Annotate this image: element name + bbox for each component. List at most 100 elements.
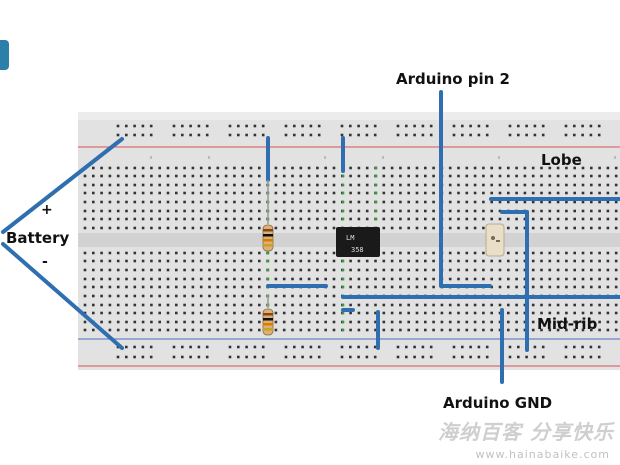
breadboard-hole [548, 226, 552, 230]
breadboard-hole [258, 251, 261, 255]
rail-hole [461, 355, 464, 359]
breadboard-hole [548, 268, 552, 272]
breadboard-hole [390, 251, 394, 255]
breadboard-hole [548, 183, 552, 187]
breadboard-hole [224, 217, 228, 221]
breadboard-hole [166, 277, 170, 281]
breadboard-hole [199, 183, 203, 187]
breadboard-hole [299, 200, 303, 204]
breadboard-hole [448, 226, 452, 230]
breadboard-hole [581, 200, 585, 204]
resistor-2-band [263, 323, 273, 326]
breadboard-hole [216, 328, 220, 332]
breadboard-top-edge [78, 112, 620, 120]
rail-hole [357, 124, 360, 128]
rail-hole [133, 133, 136, 137]
breadboard-hole [299, 174, 303, 178]
connected-hole [374, 200, 378, 204]
breadboard-hole [116, 166, 120, 170]
breadboard-hole [175, 268, 178, 272]
breadboard-hole [548, 303, 552, 307]
breadboard-hole [531, 259, 535, 263]
connected-hole [374, 191, 378, 195]
breadboard-hole [249, 191, 253, 195]
rail-hole [517, 124, 520, 128]
breadboard-hole [183, 268, 186, 272]
breadboard-hole [249, 200, 253, 204]
breadboard-hole [374, 259, 377, 263]
breadboard-hole [598, 285, 601, 289]
breadboard-hole [299, 209, 303, 213]
breadboard-hole [175, 320, 178, 324]
breadboard-hole [216, 268, 220, 272]
breadboard-hole [357, 166, 361, 170]
rail-hole [284, 355, 288, 359]
breadboard-hole [224, 174, 228, 178]
breadboard-hole [175, 183, 178, 187]
breadboard-hole [83, 217, 87, 221]
breadboard-hole [258, 200, 261, 204]
resistor-2 [262, 308, 274, 336]
breadboard-hole [473, 191, 477, 195]
breadboard-hole [590, 320, 593, 324]
breadboard-hole [291, 217, 294, 221]
breadboard-hole [249, 268, 253, 272]
breadboard-hole [199, 259, 203, 263]
breadboard-hole [83, 183, 87, 187]
breadboard-hole [291, 183, 294, 187]
breadboard-hole [523, 277, 527, 281]
rail-hole [349, 345, 352, 349]
breadboard-hole [332, 183, 336, 187]
rail-hole [125, 345, 128, 349]
breadboard-hole [324, 328, 327, 332]
breadboard-hole [125, 277, 128, 281]
breadboard-hole [565, 328, 568, 332]
breadboard-hole [307, 166, 311, 170]
breadboard-hole [100, 200, 103, 204]
rail-hole [181, 133, 184, 137]
rail-hole [396, 133, 400, 137]
breadboard-hole [465, 226, 469, 230]
breadboard-hole [191, 217, 195, 221]
breadboard-hole [216, 226, 220, 230]
breadboard-hole [166, 251, 170, 255]
breadboard-hole [307, 328, 311, 332]
breadboard-hole [531, 268, 535, 272]
rail-hole [125, 124, 128, 128]
breadboard-hole [565, 226, 568, 230]
breadboard-hole [515, 200, 518, 204]
breadboard-hole [573, 259, 576, 263]
breadboard-hole [365, 209, 369, 213]
breadboard-hole [415, 191, 419, 195]
rail-hole [357, 355, 360, 359]
chip-top-text: LM [346, 234, 354, 242]
breadboard-hole [565, 311, 568, 315]
connected-hole [374, 217, 378, 221]
breadboard-hole [150, 251, 153, 255]
rail-hole [485, 345, 489, 349]
breadboard-hole [399, 183, 402, 187]
rail-hole [461, 345, 464, 349]
breadboard-hole [457, 259, 460, 263]
breadboard-hole [390, 320, 394, 324]
breadboard-hole [258, 303, 261, 307]
rail-hole [340, 345, 344, 349]
breadboard-hole [473, 311, 477, 315]
breadboard-hole [233, 209, 236, 213]
breadboard-hole [390, 191, 394, 195]
breadboard-hole [324, 200, 327, 204]
breadboard-hole [141, 285, 145, 289]
breadboard-hole [116, 200, 120, 204]
breadboard-hole [307, 209, 311, 213]
rail-hole [349, 133, 352, 137]
breadboard-hole [175, 285, 178, 289]
breadboard-hole [133, 251, 137, 255]
connected-hole [341, 328, 345, 332]
breadboard-hole [282, 217, 286, 221]
breadboard-hole [125, 268, 128, 272]
rail-hole [284, 345, 288, 349]
breadboard-hole [199, 209, 203, 213]
rail-hole [564, 345, 568, 349]
breadboard-hole [473, 328, 477, 332]
